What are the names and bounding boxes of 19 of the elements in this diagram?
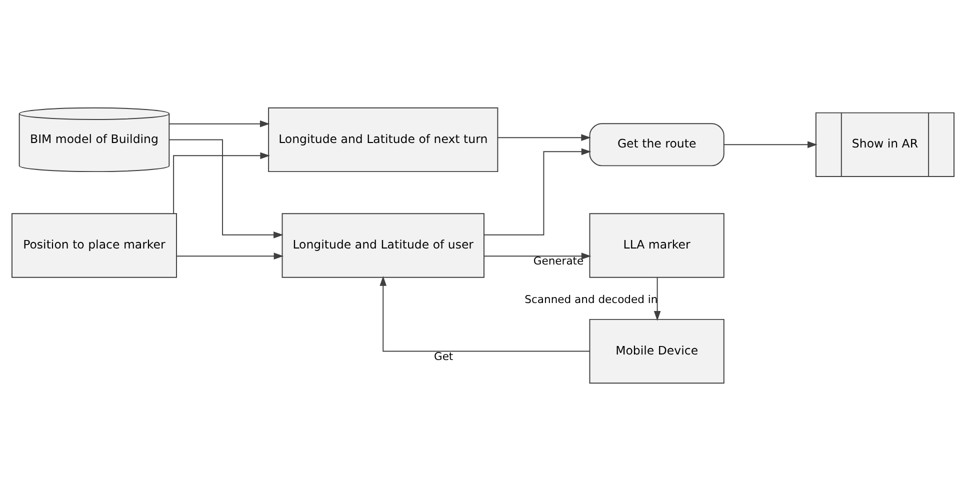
arrow <box>484 252 592 260</box>
node-box: Longitude and Latitude of next turn <box>268 107 498 172</box>
arrow <box>176 252 284 260</box>
arrow <box>724 141 818 148</box>
node-box: Mobile Device <box>589 318 724 384</box>
node-box: Longitude and Latitude of user <box>282 213 484 278</box>
arrow <box>173 152 270 214</box>
arrow <box>484 148 592 236</box>
arrow <box>654 277 661 321</box>
arrow <box>498 134 591 142</box>
edge-label: Generate <box>533 254 584 268</box>
node-box: LLA marker <box>589 213 724 278</box>
node-box: Get the route <box>589 123 724 166</box>
edge-label: Get <box>434 350 454 363</box>
arrow <box>168 139 284 238</box>
edge-label: Scanned and decoded in <box>524 293 658 306</box>
node-box: Position to place marker <box>12 213 177 278</box>
arrow <box>380 276 590 352</box>
arrow <box>168 120 270 128</box>
